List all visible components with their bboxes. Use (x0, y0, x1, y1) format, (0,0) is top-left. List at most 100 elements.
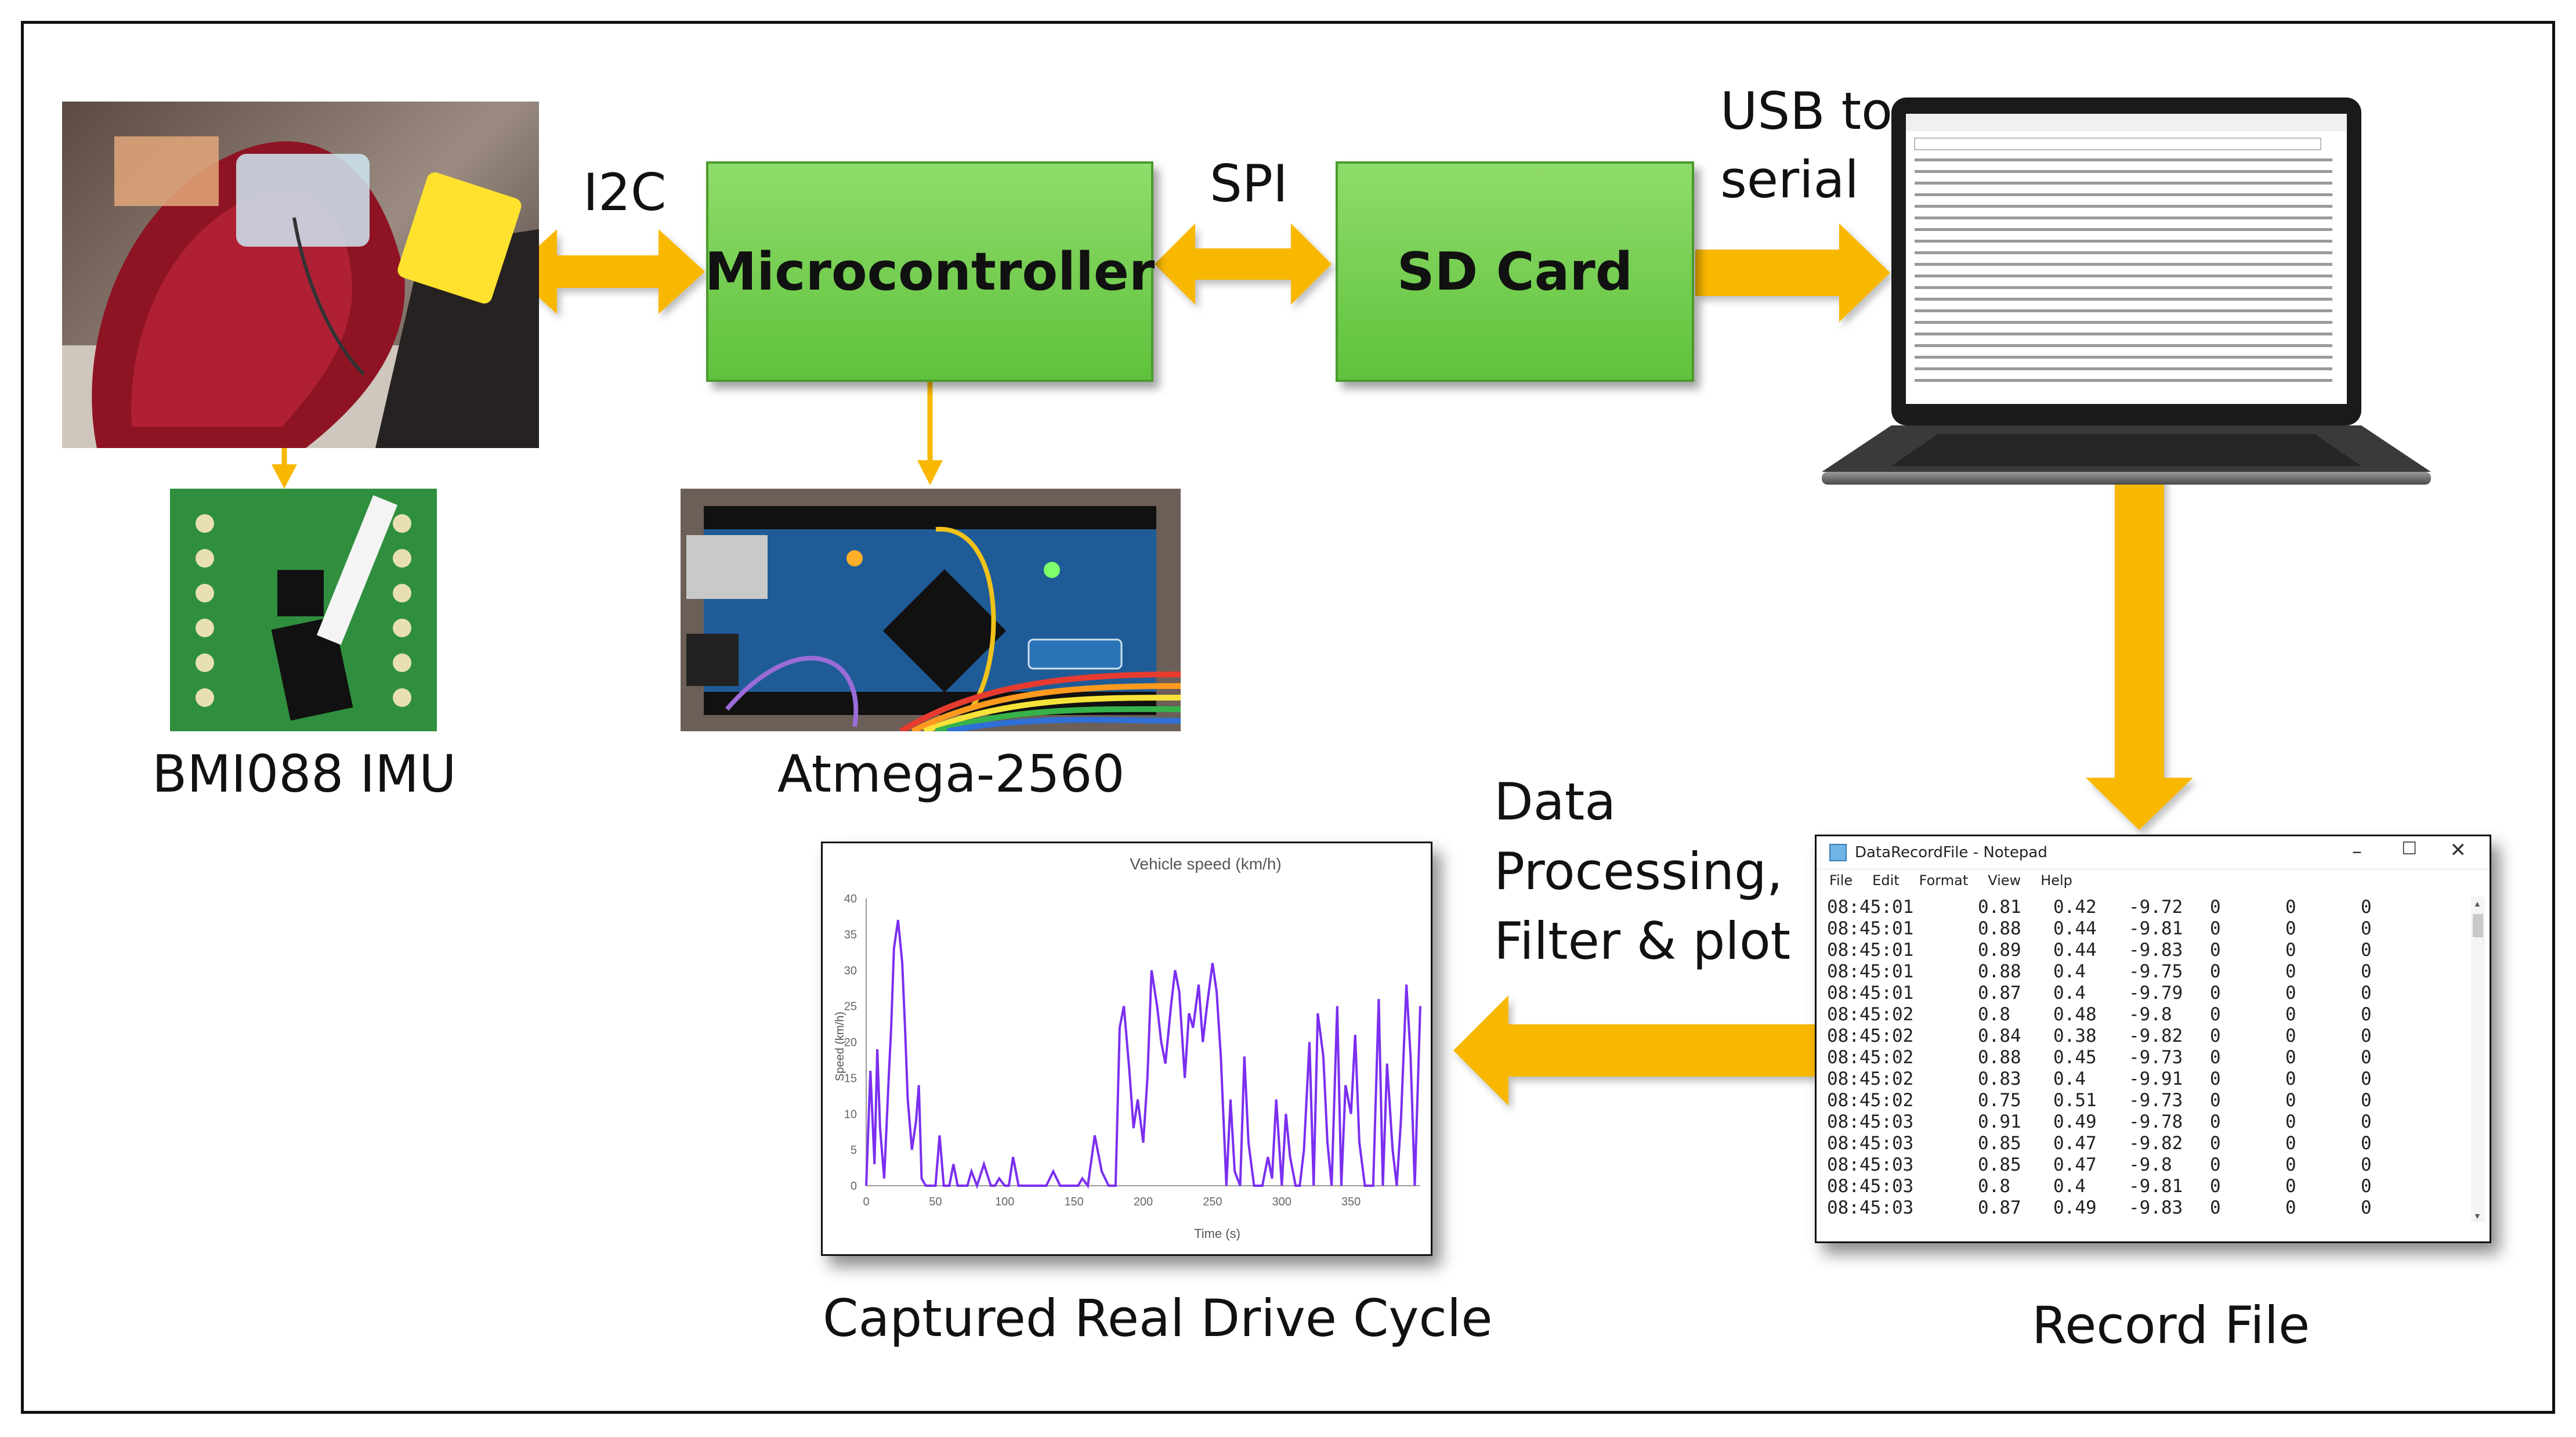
record-cell: 0 (2210, 1154, 2221, 1175)
record-cell: 0.8 (1978, 1176, 2010, 1197)
record-cell: 0 (2285, 940, 2296, 961)
imu-pointer-head (272, 464, 297, 489)
close-icon[interactable]: ✕ (2450, 839, 2467, 862)
y-tick-label: 10 (844, 1108, 857, 1121)
record-cell: 0 (2285, 1176, 2296, 1197)
x-tick-label: 0 (863, 1196, 869, 1208)
record-cell: 0 (2285, 961, 2296, 982)
maximize-icon[interactable]: ☐ (2401, 839, 2417, 859)
record-cell: 0.49 (2053, 1197, 2097, 1218)
scooter-illustration (62, 136, 539, 448)
menu-item[interactable]: View (1988, 872, 2021, 889)
minimize-icon[interactable]: – (2352, 840, 2362, 863)
record-cell: 0.44 (2053, 940, 2097, 961)
y-tick-label: 30 (844, 965, 857, 977)
record-cell: -9.8 (2129, 1154, 2172, 1175)
record-cell: 0.85 (1978, 1133, 2021, 1154)
record-cell: 0 (2210, 1004, 2221, 1025)
i2c-arrow (511, 229, 705, 314)
record-cell: -9.81 (2129, 918, 2183, 939)
record-cell: 0 (2285, 1090, 2296, 1111)
record-cell: 0.89 (1978, 940, 2021, 961)
record-cell: 08:45:02 (1827, 1047, 1914, 1068)
record-cell: 0 (2285, 1133, 2296, 1154)
record-cell: 08:45:01 (1827, 983, 1914, 1003)
x-tick-label: 100 (995, 1196, 1014, 1208)
record-cell: 08:45:03 (1827, 1133, 1914, 1154)
notepad-titlebar: DataRecordFile - Notepad – ☐ ✕ (1817, 836, 2490, 869)
record-cell: 0.48 (2053, 1004, 2097, 1025)
spi-arrow (1155, 223, 1332, 305)
record-cell: 0 (2210, 918, 2221, 939)
y-tick-label: 5 (851, 1144, 857, 1157)
atmega-board-photo (681, 489, 1181, 731)
record-cell: 0 (2361, 918, 2372, 939)
scroll-down-icon[interactable]: ▼ (2473, 1211, 2481, 1221)
record-cell: 0.44 (2053, 918, 2097, 939)
record-cell: 0 (2361, 1068, 2372, 1089)
record-cell: 0 (2210, 1047, 2221, 1068)
i2c-label: I2C (583, 163, 667, 222)
atmega-board-illustration (681, 489, 1181, 731)
record-cell: -9.78 (2129, 1111, 2183, 1132)
record-cell: 0 (2285, 983, 2296, 1003)
record-cell: 0.42 (2053, 897, 2097, 918)
record-cell: 0.8 (1978, 1004, 2010, 1025)
chart-ylabel: Speed (km/h) (834, 1012, 846, 1081)
processing-label-line1: Data (1494, 772, 1616, 832)
record-cell: 0 (2210, 1090, 2221, 1111)
x-tick-label: 50 (929, 1196, 942, 1208)
imu-board-illustration (170, 489, 437, 731)
record-cell: 0 (2285, 1068, 2296, 1089)
record-cell: 0.84 (1978, 1026, 2021, 1046)
record-cell: 0 (2210, 1068, 2221, 1089)
scroll-thumb[interactable] (2473, 914, 2483, 937)
record-cell: 0 (2285, 1026, 2296, 1046)
record-cell: 08:45:03 (1827, 1197, 1914, 1218)
atmega-label: Atmega-2560 (777, 744, 1125, 804)
notepad-menubar: File Edit Format View Help (1829, 872, 2072, 893)
record-cell: 0 (2210, 1026, 2221, 1046)
imu-board-photo (170, 489, 437, 731)
microcontroller-label: Microcontroller (704, 241, 1155, 302)
record-cell: 0 (2361, 1111, 2372, 1132)
record-cell: 0.83 (1978, 1068, 2021, 1089)
y-tick-label: 0 (851, 1180, 857, 1193)
record-cell: -9.75 (2129, 961, 2183, 982)
record-cell: 0.87 (1978, 1197, 2021, 1218)
usb-serial-label-line2: serial (1720, 150, 1859, 210)
drive-cycle-caption: Captured Real Drive Cycle (823, 1288, 1493, 1348)
record-cell: 0 (2361, 1176, 2372, 1197)
record-cell: 0 (2210, 1176, 2221, 1197)
usb-serial-label-line1: USB to (1720, 81, 1893, 141)
record-cell: 08:45:01 (1827, 940, 1914, 961)
menu-item[interactable]: Help (2040, 872, 2072, 889)
x-tick-label: 200 (1134, 1196, 1153, 1208)
record-cell: 0.88 (1978, 961, 2021, 982)
record-cell: -9.8 (2129, 1004, 2172, 1025)
record-cell: 0.87 (1978, 983, 2021, 1003)
menu-item[interactable]: Format (1919, 872, 1969, 889)
menu-item[interactable]: File (1829, 872, 1853, 889)
scooter-photo (62, 102, 539, 448)
notepad-scrollbar[interactable]: ▲ ▼ (2471, 897, 2485, 1222)
record-cell: 0 (2361, 1154, 2372, 1175)
y-tick-label: 20 (844, 1037, 857, 1049)
record-cell: 0.88 (1978, 918, 2021, 939)
scroll-up-icon[interactable]: ▲ (2473, 899, 2481, 908)
menu-item[interactable]: Edit (1872, 872, 1900, 889)
record-cell: 0 (2361, 1047, 2372, 1068)
atmega-pointer-head (917, 460, 943, 485)
microcontroller-box: Microcontroller (704, 161, 1155, 382)
record-cell: 08:45:01 (1827, 961, 1914, 982)
record-cell: 0 (2361, 1090, 2372, 1111)
record-cell: -9.72 (2129, 897, 2183, 918)
